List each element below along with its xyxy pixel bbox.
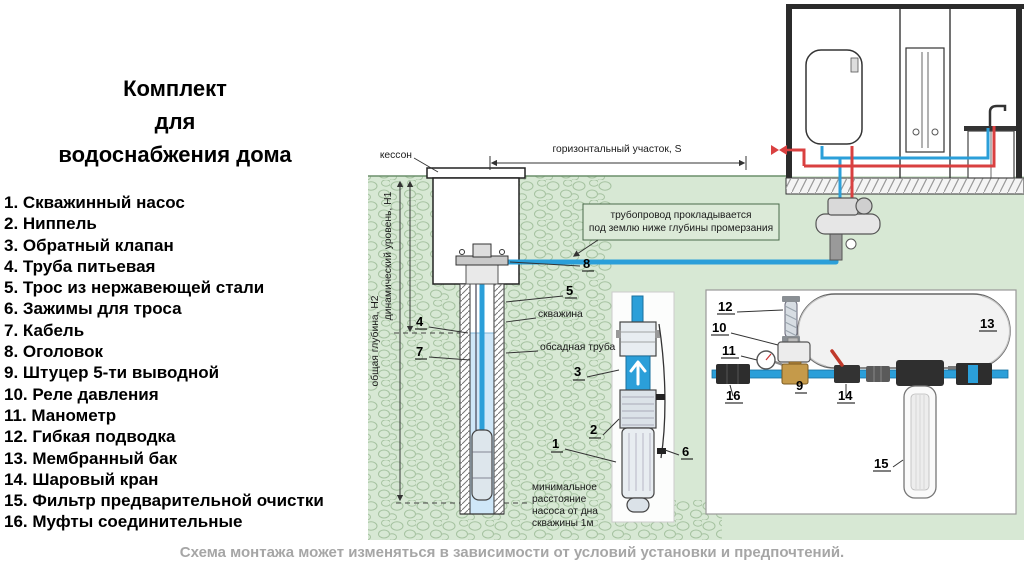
- part-item-2: 2. Ниппель: [4, 214, 97, 234]
- pressure-tank-small: [815, 213, 881, 235]
- part-item-14: 14. Шаровый кран: [4, 469, 159, 489]
- part-item-7: 7. Кабель: [4, 320, 85, 340]
- label-caisson: кессон: [380, 150, 412, 161]
- utility-cabinet: [905, 47, 945, 153]
- label-min-distance-4: скважины 1м: [532, 518, 593, 529]
- union-coupling: [866, 366, 890, 382]
- cable-clamp: [657, 448, 666, 454]
- label-dynamic-level: динамический уровень, Н1: [383, 191, 394, 320]
- callout-7: 7: [416, 344, 423, 359]
- callout-13: 13: [980, 316, 994, 331]
- sink-counter: [964, 126, 1016, 131]
- equipment-panel: [705, 289, 1017, 515]
- cable-clamp: [656, 394, 665, 400]
- valve-handle: [830, 349, 844, 367]
- part-item-12: 12. Гибкая подводка: [4, 427, 176, 447]
- part-item-4: 4. Труба питьевая: [4, 256, 156, 276]
- cold-pipe-house: [838, 128, 990, 216]
- callout-4: 4: [416, 314, 424, 329]
- callouts: 1 2 3 4 5 6 7 8 9: [415, 256, 997, 472]
- caisson: кессон: [380, 150, 526, 285]
- house-ceiling: [786, 4, 1024, 9]
- callout-12: 12: [718, 299, 732, 314]
- wellhead: [455, 243, 509, 285]
- pipeline-note-line2: под землю ниже глубины промерзания: [589, 222, 773, 234]
- house: [771, 4, 1024, 195]
- membrane-tank: [797, 293, 1011, 369]
- callout-11: 11: [722, 343, 736, 358]
- callout-6: 6: [682, 444, 689, 459]
- label-casing: обсадная труба: [540, 341, 615, 353]
- callout-10: 10: [712, 320, 726, 335]
- part-item-15: 15. Фильтр предварительной очистки: [4, 491, 324, 511]
- parts-list: 1. Скважинный насос 2. Ниппель 3. Обратн…: [4, 192, 366, 533]
- part-item-8: 8. Оголовок: [4, 342, 104, 362]
- well-labels: скважина обсадная труба минимальное расс…: [505, 309, 615, 529]
- part-item-6: 6. Зажимы для троса: [4, 299, 182, 319]
- label-min-distance-2: расстояние: [532, 494, 587, 505]
- part-item-11: 11. Манометр: [4, 405, 117, 425]
- part-item-5: 5. Трос из нержавеющей стали: [4, 278, 265, 298]
- part-item-16: 16. Муфты соединительные: [4, 512, 243, 532]
- pump-detail: [611, 291, 675, 523]
- house-pipes: [792, 126, 996, 216]
- pump-station: [815, 197, 881, 261]
- pump-outlet-pipe: [631, 295, 644, 325]
- flow-arrow-icon: [629, 360, 647, 386]
- pump-motor-section: [621, 427, 655, 499]
- ball-valve: [834, 365, 860, 383]
- pump-coupling-section: [619, 389, 657, 429]
- label-min-distance-3: насоса от дна: [532, 506, 598, 517]
- label-total-depth: общая глубина, Н2: [369, 295, 381, 386]
- label-min-distance-1: минимальное: [532, 482, 597, 493]
- pipeline-note-box: трубопровод прокладывается под землю ниж…: [572, 203, 780, 257]
- outdoor-valve: [771, 145, 779, 155]
- part-item-13: 13. Мембранный бак: [4, 448, 178, 468]
- part-item-3: 3. Обратный клапан: [4, 235, 174, 255]
- callout-2: 2: [590, 422, 597, 437]
- footer-note: Схема монтажа может изменяться в зависим…: [179, 544, 845, 561]
- callout-3: 3: [574, 364, 581, 379]
- sink-faucet: [988, 104, 1007, 126]
- pump-head-section: [619, 321, 657, 357]
- part-item-10: 10. Реле давления: [4, 384, 159, 404]
- caisson-leader-line: [413, 157, 439, 173]
- pipeline-note-line1: трубопровод прокладывается: [610, 209, 751, 221]
- pipeline-note-arrow: [572, 239, 599, 257]
- horizontal-section-dimension: горизонтальный участок, S: [489, 144, 747, 170]
- caisson-lid: [426, 167, 526, 179]
- callout-5: 5: [566, 283, 573, 298]
- filter-head: [896, 360, 944, 386]
- callout-1: 1: [552, 436, 559, 451]
- house-right-wall: [1016, 4, 1022, 180]
- label-borehole: скважина: [538, 309, 583, 320]
- pump-body-small: [827, 197, 859, 216]
- house-left-wall: [786, 4, 792, 180]
- depth-dimensions: общая глубина, Н2 динамический уровень, …: [369, 180, 528, 504]
- part-item-9: 9. Штуцер 5-ти выводной: [4, 363, 220, 383]
- callout-15: 15: [874, 456, 888, 471]
- callout-8: 8: [583, 256, 590, 271]
- page-title: Комплект для водоснабжения дома: [58, 76, 292, 167]
- label-horizontal-section: горизонтальный участок, S: [553, 144, 682, 155]
- five-way-fitting: [781, 363, 809, 385]
- pressure-relay: [777, 341, 811, 363]
- water-heater: [805, 49, 863, 145]
- part-item-1: 1. Скважинный насос: [4, 193, 185, 212]
- coupling-left: [716, 364, 750, 384]
- callout-9: 9: [796, 378, 803, 393]
- submersible-pump: [471, 429, 493, 501]
